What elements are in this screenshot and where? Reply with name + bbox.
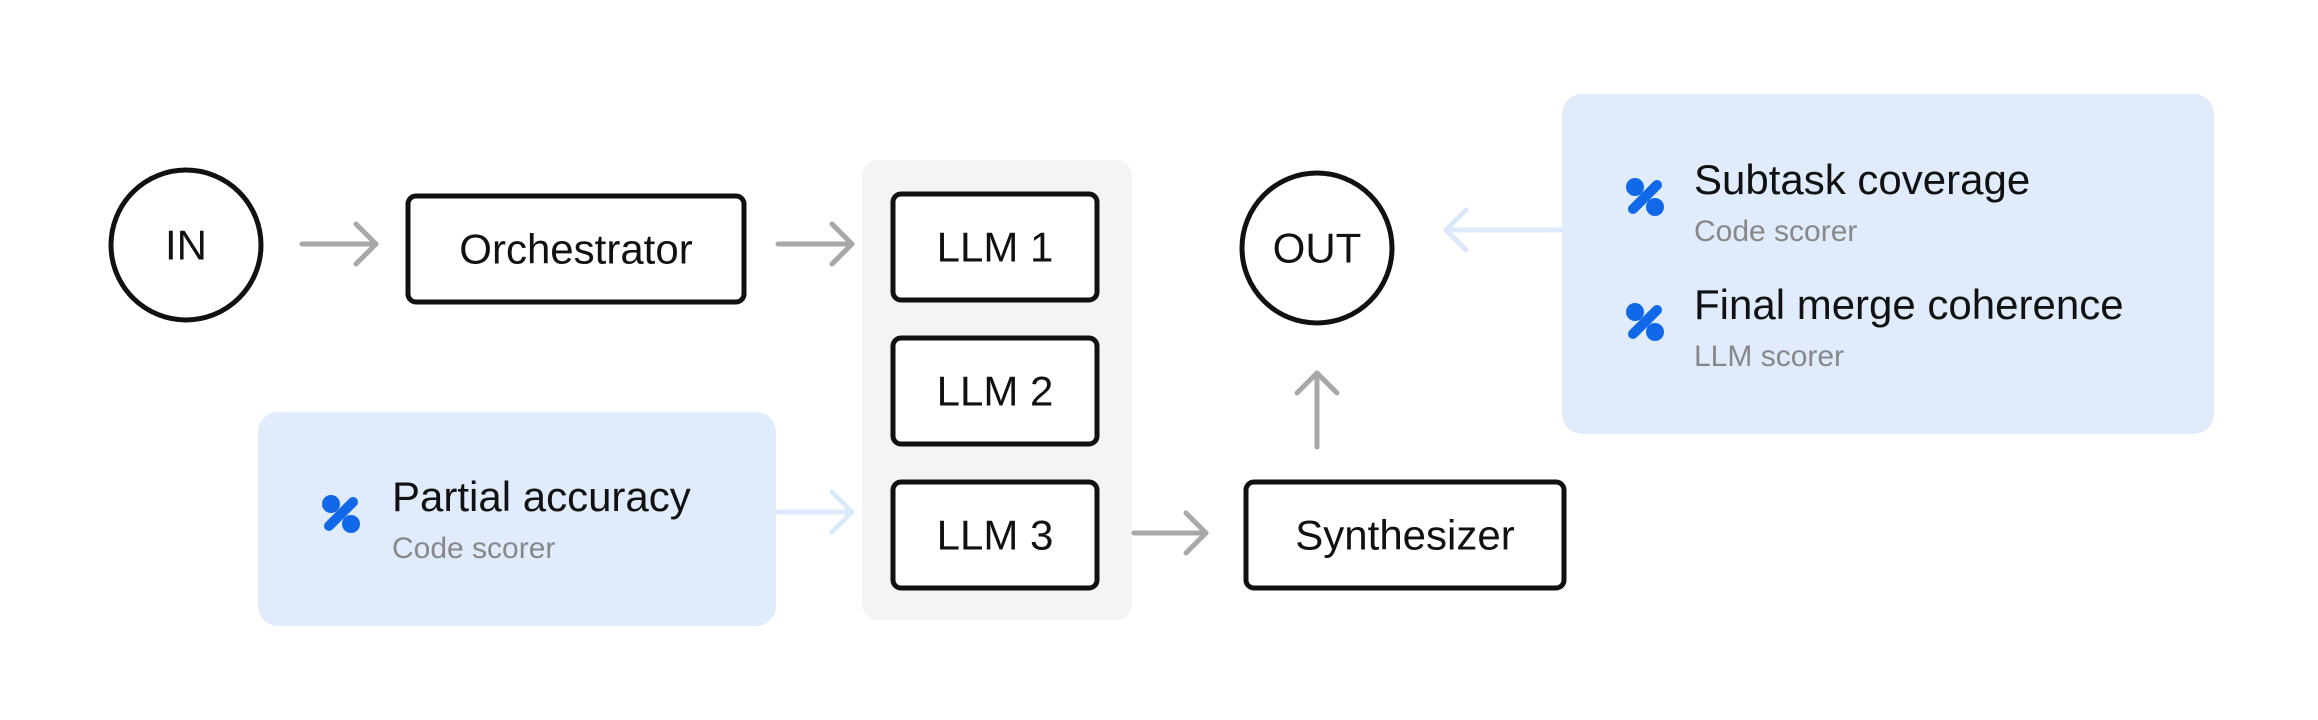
scorer-type-final-merge-coherence: LLM scorer (1694, 340, 1844, 373)
scorer-name-partial-accuracy: Partial accuracy (392, 473, 691, 520)
llm3-label: LLM 3 (937, 512, 1054, 559)
synthesizer-label: Synthesizer (1295, 512, 1514, 559)
arrow-orchestrator-to-llm (775, 221, 855, 267)
synthesizer-node: Synthesizer (1243, 479, 1567, 591)
llm2-node: LLM 2 (890, 335, 1100, 447)
llm1-label: LLM 1 (937, 224, 1054, 271)
arrow-synthesizer-to-out (1294, 370, 1340, 450)
percent-icon (1626, 178, 1664, 216)
input-node: IN (108, 167, 264, 323)
scorer-name-final-merge-coherence: Final merge coherence (1694, 281, 2124, 328)
arrow-scorer-to-llm3 (775, 489, 855, 535)
scorer-panel-output (1562, 94, 2214, 434)
output-node: OUT (1239, 170, 1395, 326)
orchestrator-label: Orchestrator (459, 226, 692, 273)
input-node-label: IN (165, 222, 207, 269)
output-node-label: OUT (1273, 225, 1362, 272)
scorer-panel-partial-accuracy (258, 412, 776, 626)
arrow-in-to-orchestrator (299, 221, 379, 267)
percent-icon (322, 495, 360, 533)
llm1-node: LLM 1 (890, 191, 1100, 303)
scorer-type-subtask-coverage: Code scorer (1694, 215, 1857, 248)
llm2-label: LLM 2 (937, 368, 1054, 415)
orchestrator-node: Orchestrator (405, 193, 747, 305)
percent-icon (1626, 303, 1664, 341)
arrow-llm-to-synthesizer (1131, 510, 1209, 556)
scorer-name-subtask-coverage: Subtask coverage (1694, 156, 2030, 203)
llm3-node: LLM 3 (890, 479, 1100, 591)
arrow-scorer-to-out (1443, 207, 1563, 253)
scorer-type-partial-accuracy: Code scorer (392, 532, 555, 565)
